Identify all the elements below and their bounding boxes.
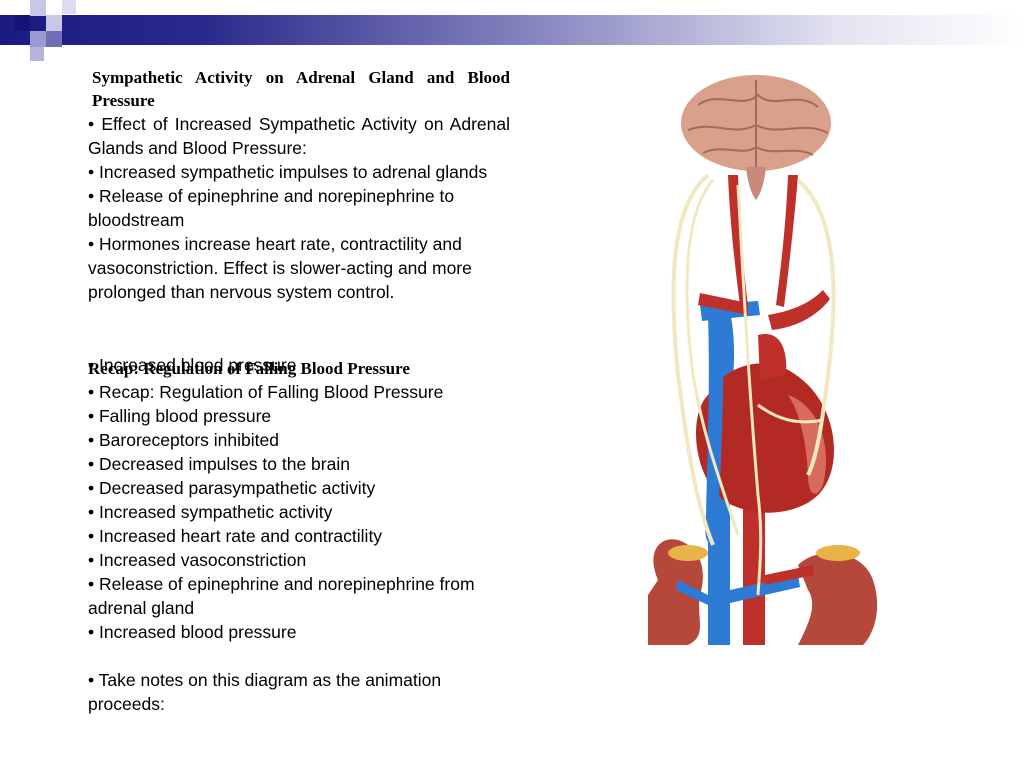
adrenal-gland bbox=[816, 545, 860, 561]
bullet-line: • Release of epinephrine and norepinephr… bbox=[88, 186, 455, 230]
decor-square bbox=[46, 15, 62, 31]
bullet-line: • Increased blood pressure bbox=[88, 622, 297, 642]
aortic-arch bbox=[698, 293, 748, 315]
content-block-recap: Recap: Regulation of Falling Blood Press… bbox=[88, 357, 528, 716]
bullet-line: • Release of epinephrine and norepinephr… bbox=[88, 574, 475, 618]
decor-square bbox=[62, 0, 76, 14]
bullet-line: • Decreased parasympathetic activity bbox=[88, 478, 376, 498]
bullet-line: • Increased heart rate and contractility bbox=[88, 526, 383, 546]
bullet-line: • Increased sympathetic impulses to adre… bbox=[88, 162, 488, 182]
right-kidney bbox=[798, 553, 878, 645]
bullet-line: • Hormones increase heart rate, contract… bbox=[88, 234, 472, 302]
adrenal-gland bbox=[668, 545, 708, 561]
nerve-path bbox=[736, 184, 763, 596]
decor-square bbox=[30, 31, 46, 47]
decor-square bbox=[30, 0, 46, 16]
artery-branch bbox=[765, 565, 814, 585]
brain-fold bbox=[697, 93, 819, 108]
content-block-adrenal: Sympathetic Activity on Adrenal Gland an… bbox=[88, 66, 510, 304]
bullet-line: • Decreased impulses to the brain bbox=[88, 454, 350, 474]
decor-square bbox=[30, 47, 44, 61]
heart-atrium bbox=[788, 395, 827, 494]
nerve-path bbox=[796, 178, 836, 476]
bullet-line-overlap: • Increased blood pressure bbox=[88, 355, 297, 375]
nerve-path bbox=[685, 179, 740, 536]
anatomy-illustration bbox=[648, 75, 878, 645]
bullet-line: • Take notes on this diagram as the anim… bbox=[88, 670, 442, 714]
heart bbox=[696, 363, 835, 513]
decor-square bbox=[46, 31, 62, 47]
carotid-artery bbox=[776, 175, 798, 307]
decor-square bbox=[14, 15, 30, 31]
bullet-line: • Effect of Increased Sympathetic Activi… bbox=[88, 114, 510, 158]
brain-stem bbox=[746, 167, 766, 200]
bullet-line: • Increased sympathetic activity bbox=[88, 502, 333, 522]
bullet-line: • Increased vasoconstriction bbox=[88, 550, 307, 570]
pulmonary-vessel bbox=[705, 315, 724, 542]
nerve-path bbox=[671, 173, 715, 546]
heart-highlight bbox=[758, 334, 787, 380]
bullet-line: • Recap: Regulation of Falling Blood Pre… bbox=[88, 382, 444, 402]
title-bar bbox=[0, 15, 1024, 45]
left-kidney bbox=[648, 539, 703, 645]
vein-branch bbox=[676, 580, 708, 605]
spacer bbox=[88, 644, 528, 668]
vein-branch bbox=[730, 575, 800, 603]
bullet-line: • Baroreceptors inhibited bbox=[88, 430, 279, 450]
heading-adrenal: Sympathetic Activity on Adrenal Gland an… bbox=[92, 68, 510, 110]
nerve-path bbox=[757, 403, 824, 424]
heading-recap: Recap: Regulation of Falling Blood Press… bbox=[88, 359, 410, 378]
bullet-line: • Falling blood pressure bbox=[88, 406, 272, 426]
aortic-arch bbox=[768, 290, 830, 330]
